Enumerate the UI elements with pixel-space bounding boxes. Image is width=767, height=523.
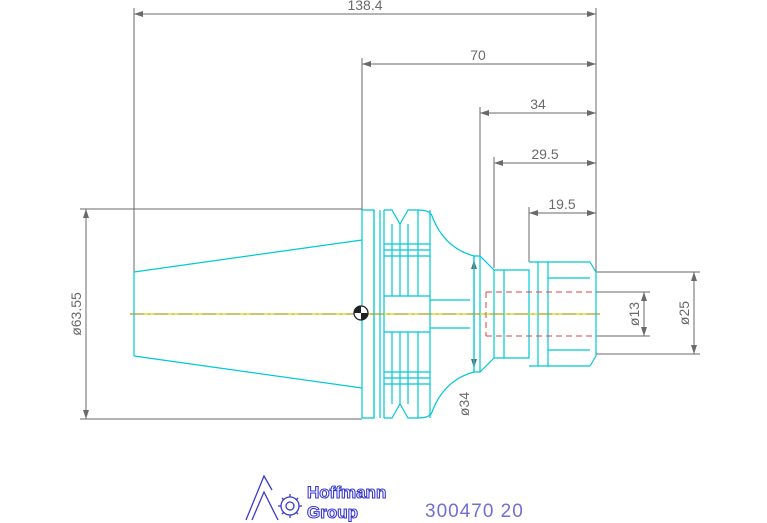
center-mark-icon — [353, 305, 369, 321]
logo-line1: Hoffmann — [307, 483, 386, 502]
dim-length-70: 70 — [470, 47, 486, 63]
dimension-lines — [80, 8, 700, 420]
dim-length-19-5: 19.5 — [548, 196, 575, 212]
dim-diameter-13: ø13 — [626, 302, 642, 326]
logo-line2: Group — [307, 503, 358, 522]
hoffmann-logo: Hoffmann Group — [245, 474, 387, 523]
dim-length-34: 34 — [530, 96, 546, 112]
dim-length-29-5: 29.5 — [531, 146, 558, 162]
part-number: 300470 20 — [425, 501, 524, 522]
arrowheads — [83, 11, 697, 419]
dim-diameter-63-55: ø63.55 — [68, 292, 84, 336]
dim-overall-length: 138.4 — [347, 0, 382, 13]
hoffmann-logo-icon — [245, 474, 302, 521]
dim-diameter-25: ø25 — [676, 301, 692, 325]
dim-diameter-34: ø34 — [456, 392, 472, 416]
